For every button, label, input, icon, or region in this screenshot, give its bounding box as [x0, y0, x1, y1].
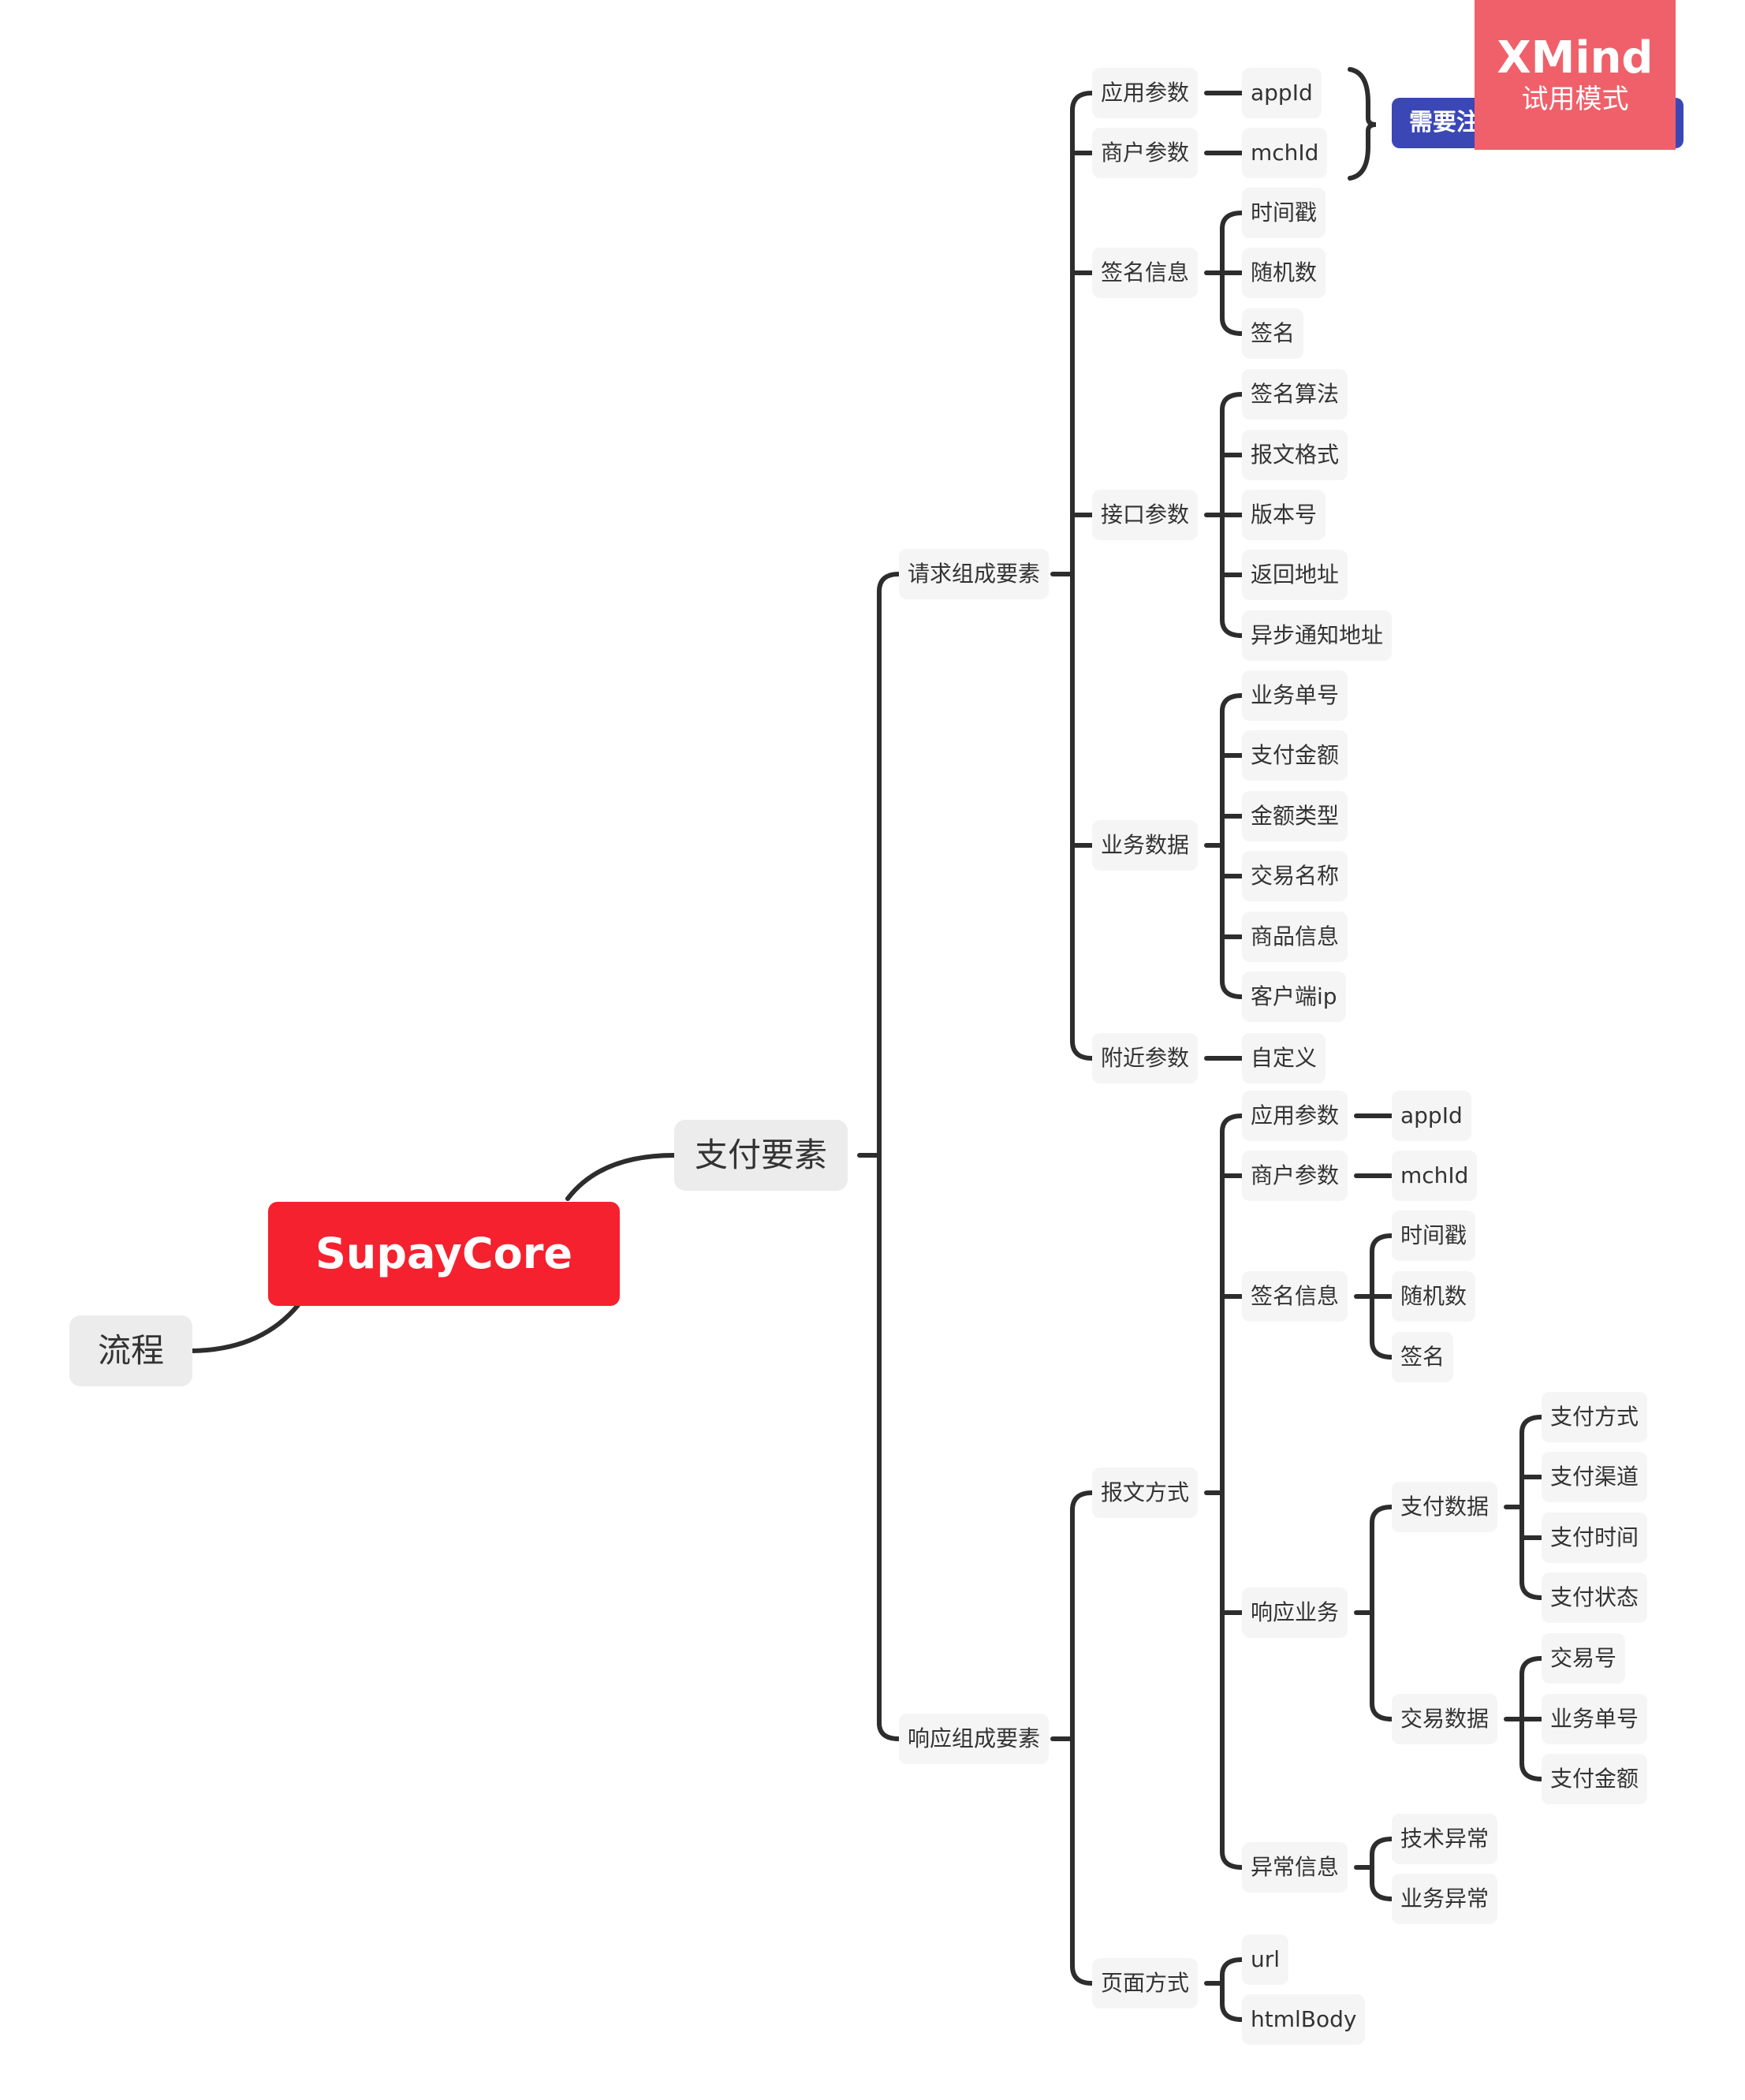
- xmind-watermark: XMind 试用模式: [1475, 0, 1676, 150]
- watermark-mode: 试用模式: [1521, 84, 1629, 115]
- resp-page-mode[interactable]: 页面方式: [1092, 1958, 1199, 2009]
- watermark-brand: XMind: [1497, 32, 1654, 84]
- resp-pay-child[interactable]: 支付方式: [1542, 1392, 1648, 1442]
- req-biz-child[interactable]: 客户端ip: [1242, 972, 1346, 1022]
- req-app-id[interactable]: appId: [1242, 68, 1322, 118]
- resp-mch-params[interactable]: 商户参数: [1242, 1151, 1348, 1201]
- resp-message-mode[interactable]: 报文方式: [1092, 1468, 1199, 1518]
- req-api-params[interactable]: 接口参数: [1092, 490, 1199, 540]
- resp-sign-child[interactable]: 时间戳: [1392, 1210, 1476, 1261]
- topic-payment-elements[interactable]: 支付要素: [674, 1120, 848, 1191]
- resp-pay-child[interactable]: 支付渠道: [1542, 1452, 1648, 1502]
- req-biz-child[interactable]: 交易名称: [1242, 851, 1348, 901]
- resp-page-child[interactable]: url: [1242, 1934, 1289, 1985]
- resp-pay-child[interactable]: 支付状态: [1542, 1572, 1648, 1623]
- req-api-child[interactable]: 报文格式: [1242, 430, 1348, 480]
- resp-mch-id[interactable]: mchId: [1392, 1151, 1478, 1201]
- req-biz-child[interactable]: 金额类型: [1242, 791, 1348, 841]
- resp-sign-child[interactable]: 签名: [1392, 1332, 1454, 1382]
- req-biz-child[interactable]: 业务单号: [1242, 670, 1348, 721]
- req-biz-child[interactable]: 商品信息: [1242, 912, 1348, 962]
- topic-response-elements[interactable]: 响应组成要素: [899, 1714, 1050, 1764]
- resp-pay-data[interactable]: 支付数据: [1392, 1482, 1498, 1532]
- req-sign-child[interactable]: 随机数: [1242, 248, 1326, 298]
- resp-trade-child[interactable]: 交易号: [1542, 1633, 1626, 1684]
- resp-app-params[interactable]: 应用参数: [1242, 1091, 1348, 1141]
- req-biz-data[interactable]: 业务数据: [1092, 820, 1199, 871]
- root-topic[interactable]: SupayCore: [268, 1202, 620, 1306]
- resp-trade-child[interactable]: 支付金额: [1542, 1754, 1648, 1804]
- req-sign-child[interactable]: 签名: [1242, 308, 1304, 359]
- req-mch-params[interactable]: 商户参数: [1092, 128, 1199, 178]
- resp-exception-info[interactable]: 异常信息: [1242, 1842, 1348, 1893]
- resp-exception-child[interactable]: 技术异常: [1392, 1814, 1498, 1864]
- req-extra-child[interactable]: 自定义: [1242, 1033, 1326, 1084]
- resp-pay-child[interactable]: 支付时间: [1542, 1513, 1648, 1563]
- resp-app-id[interactable]: appId: [1392, 1091, 1471, 1141]
- req-app-params[interactable]: 应用参数: [1092, 68, 1199, 118]
- req-api-child[interactable]: 异步通知地址: [1242, 610, 1393, 661]
- resp-trade-data[interactable]: 交易数据: [1392, 1694, 1498, 1744]
- resp-business[interactable]: 响应业务: [1242, 1587, 1348, 1638]
- topic-request-elements[interactable]: 请求组成要素: [899, 549, 1050, 599]
- req-sign-info[interactable]: 签名信息: [1092, 248, 1199, 298]
- resp-page-child[interactable]: htmlBody: [1242, 1994, 1366, 2045]
- req-mch-id[interactable]: mchId: [1242, 128, 1328, 178]
- topic-process[interactable]: 流程: [69, 1315, 193, 1386]
- req-api-child[interactable]: 签名算法: [1242, 369, 1348, 420]
- resp-sign-info[interactable]: 签名信息: [1242, 1271, 1348, 1322]
- resp-exception-child[interactable]: 业务异常: [1392, 1874, 1498, 1924]
- req-sign-child[interactable]: 时间戳: [1242, 188, 1326, 238]
- req-biz-child[interactable]: 支付金额: [1242, 730, 1348, 781]
- req-api-child[interactable]: 返回地址: [1242, 550, 1348, 600]
- resp-sign-child[interactable]: 随机数: [1392, 1271, 1476, 1322]
- req-api-child[interactable]: 版本号: [1242, 490, 1326, 540]
- req-extra-params[interactable]: 附近参数: [1092, 1033, 1199, 1084]
- resp-trade-child[interactable]: 业务单号: [1542, 1694, 1648, 1744]
